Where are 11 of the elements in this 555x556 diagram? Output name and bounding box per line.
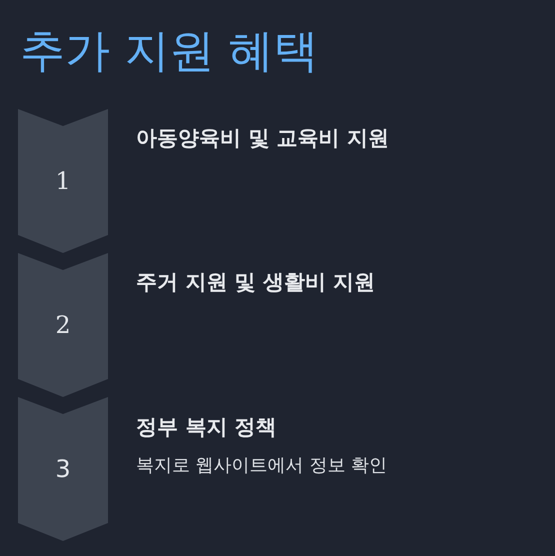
chevron-step (18, 397, 108, 541)
step-number: 1 (54, 167, 72, 196)
chevron-step (18, 109, 108, 253)
step-number: 3 (54, 455, 72, 484)
chevron-step (18, 253, 108, 397)
step-heading: 아동양육비 및 교육비 지원 (136, 126, 389, 152)
step-number: 2 (54, 311, 72, 340)
title: 추가 지원 혜택 (20, 24, 319, 78)
step-heading: 주거 지원 및 생활비 지원 (136, 270, 376, 296)
step-heading: 정부 복지 정책 (136, 415, 277, 440)
step-description: 복지로 웹사이트에서 정보 확인 (136, 455, 388, 477)
